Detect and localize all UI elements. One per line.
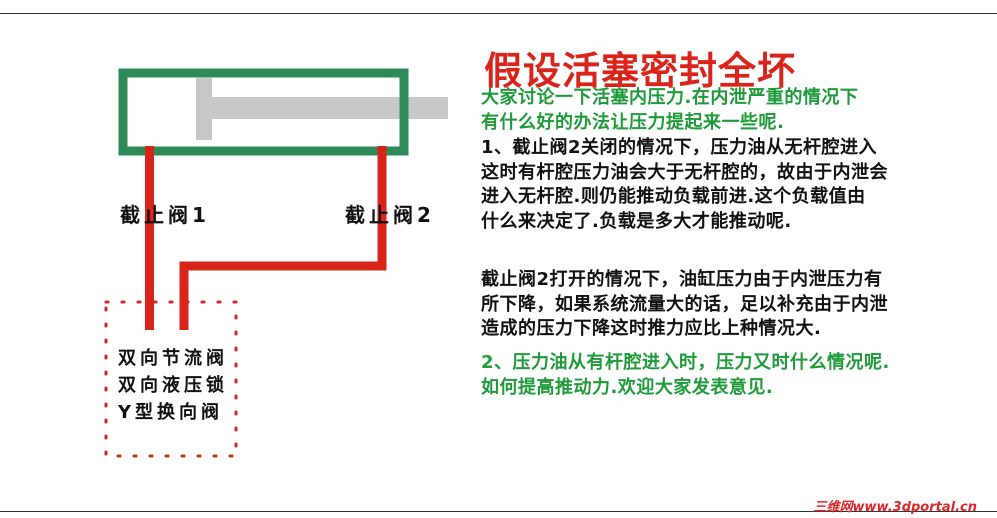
case-2: 2、压力油从有杆腔进入时，压力又时什么情况呢. 如何提高推动力.欢迎大家发表意见…	[481, 351, 890, 400]
valve-1-label: 截止阀1	[120, 203, 210, 227]
text-line: 有什么好的办法让压力提起来一些呢.	[481, 111, 785, 133]
text-line: 这时有杆腔压力油会大于无杆腔的，故由于内泄会	[481, 161, 888, 183]
text-line: 截止阀2打开的情况下，油缸压力由于内泄压力有	[481, 269, 883, 290]
case-1: 1、截止阀2关闭的情况下，压力油从无杆腔进入 这时有杆腔压力油会大于无杆腔的，故…	[481, 136, 888, 235]
text-line: 2、压力油从有杆腔进入时，压力又时什么情况呢.	[481, 352, 890, 373]
text-line: 什么来决定了.负载是多大才能推动呢.	[481, 211, 792, 233]
case-1b: 截止阀2打开的情况下，油缸压力由于内泄压力有 所下降，如果系统流量大的话，足以补…	[481, 268, 888, 342]
page-title: 假设活塞密封全坏	[484, 48, 797, 93]
valve-type-item: 双向节流阀	[118, 348, 228, 369]
cylinder-body	[118, 68, 409, 156]
watermark: 三维网www.3dportal.cn	[813, 500, 977, 515]
top-border-line	[0, 13, 997, 14]
text-line: 大家讨论一下活塞内压力.在内泄严重的情况下	[481, 87, 859, 108]
question-intro: 大家讨论一下活塞内压力.在内泄严重的情况下 有什么好的办法让压力提起来一些呢.	[481, 86, 858, 135]
bottom-border-line	[0, 511, 997, 512]
piston-rod	[212, 97, 448, 119]
text-line: 所下降，如果系统流量大的话，足以补充由于内泄	[481, 293, 888, 315]
piston-head	[196, 78, 212, 140]
pipe-1	[145, 146, 154, 330]
text-line: 造成的压力下降这时推力应比上种情况大.	[481, 318, 822, 340]
valve-2-label: 截止阀2	[345, 203, 435, 227]
text-line: 1、截止阀2关闭的情况下，压力油从无杆腔进入	[481, 137, 878, 158]
valve-box	[104, 300, 238, 458]
text-line: 如何提高推动力.欢迎大家发表意见.	[481, 376, 774, 398]
valve-type-item: 双向液压锁	[118, 375, 228, 396]
pipe-2	[179, 146, 387, 330]
valve-type-list: 双向节流阀 双向液压锁 Y型换向阀	[118, 345, 228, 426]
text-line: 进入无杆腔.则仍能推动负载前进.这个负载值由	[481, 186, 866, 208]
valve-type-item: Y型换向阀	[118, 402, 224, 423]
